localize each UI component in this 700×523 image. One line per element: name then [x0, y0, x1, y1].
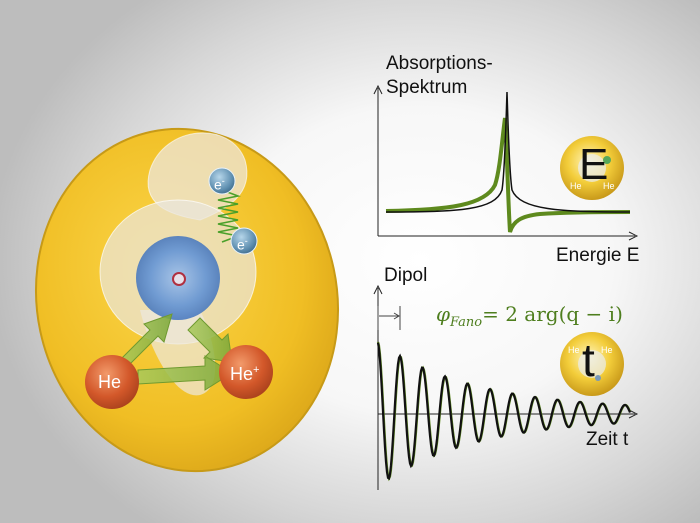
dipole-chart — [373, 284, 639, 490]
electron-upper — [208, 167, 236, 195]
energy-badge-he-right: He — [603, 181, 615, 191]
electron-text: e — [214, 176, 222, 193]
atom-diagram — [34, 127, 340, 473]
spectrum-black-curve — [385, 91, 631, 213]
he-ion-text: He — [230, 364, 254, 384]
phase-symbol: φ — [436, 302, 451, 326]
spectrum-title-line2: Spektrum — [386, 77, 468, 98]
fano-phase-formula: φFano= 2 arg(q − i) — [436, 302, 623, 330]
arrow-he-to-nucleus — [119, 313, 173, 367]
electron-label-upper: e- — [214, 170, 225, 197]
time-badge-letter: t — [582, 334, 595, 386]
dipole-x-label: Zeit t — [586, 429, 629, 450]
energy-badge-letter: E — [579, 140, 609, 189]
spectrum-x-label: Energie E — [556, 245, 640, 266]
phase-arrow — [379, 312, 400, 320]
helium-atom — [85, 355, 139, 409]
time-badge — [560, 332, 624, 396]
electron-charge: - — [244, 236, 248, 246]
he-ion-label: He+ — [230, 359, 259, 386]
electron-spring — [217, 189, 241, 243]
spectrum-title-line1: Absorptions- — [386, 53, 493, 74]
he-ion-charge: + — [253, 364, 260, 376]
phase-equation: = 2 arg(q − i) — [482, 302, 623, 326]
spectrum-x-arrowhead — [628, 231, 639, 241]
spectrum-green-curve — [385, 117, 631, 233]
energy-badge — [560, 136, 624, 200]
nucleus-core — [172, 272, 186, 286]
time-badge-he-right: He — [601, 345, 613, 355]
electron-text: e — [237, 236, 245, 253]
dipole-black-curve — [376, 342, 632, 481]
electron-lower — [230, 227, 258, 255]
phase-subscript: Fano — [450, 315, 483, 330]
helium-ion — [219, 345, 273, 399]
spectrum-chart — [373, 84, 639, 241]
arrow-he-to-ion — [137, 355, 233, 391]
energy-badge-he-left: He — [570, 181, 582, 191]
dipole-x-arrowhead — [628, 409, 639, 419]
electron-charge: - — [221, 176, 225, 186]
electron-label-lower: e- — [237, 230, 248, 257]
spectrum-y-arrowhead — [373, 84, 383, 95]
dipole-y-arrowhead — [373, 284, 383, 295]
dipole-y-label: Dipol — [384, 265, 428, 286]
time-badge-he-left: He — [568, 345, 580, 355]
he-label: He — [98, 372, 122, 392]
arrow-nucleus-to-ion — [187, 317, 233, 363]
